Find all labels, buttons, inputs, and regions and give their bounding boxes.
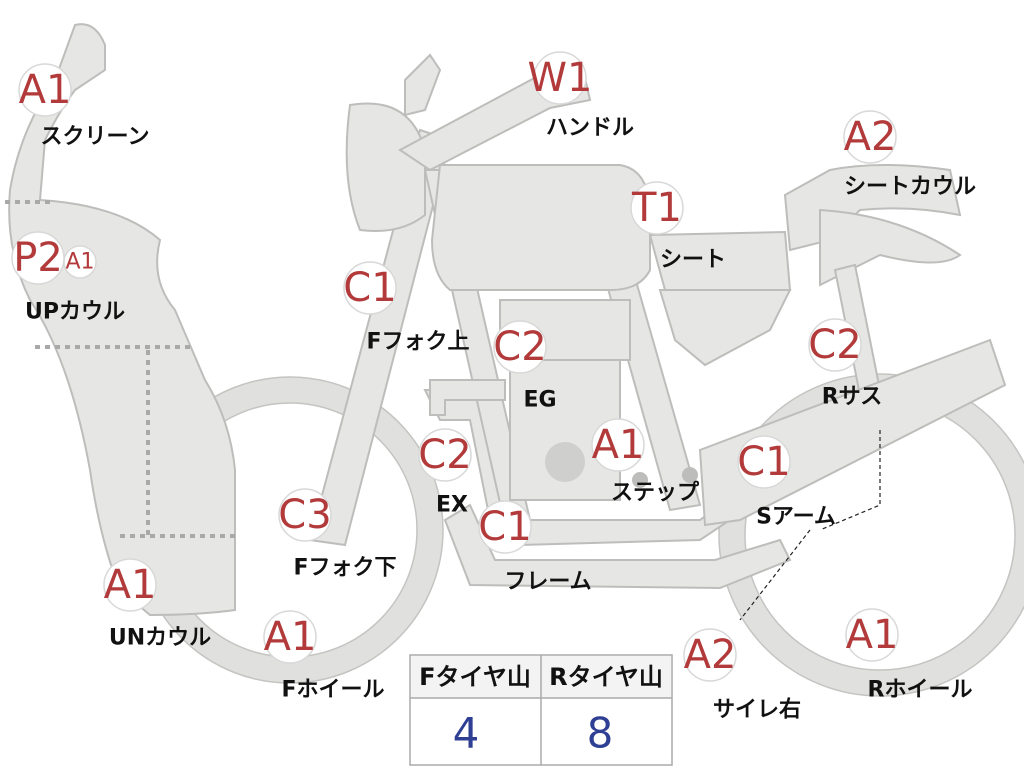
sarm-grade-badge <box>737 435 791 489</box>
engine-cover-shape <box>545 442 585 482</box>
rsus-grade-badge <box>808 318 862 372</box>
ffork-lower-grade-badge <box>278 488 332 542</box>
seatcowl-grade: A2 <box>844 114 897 160</box>
rwheel-annotation: A1 Rホイール <box>845 608 973 703</box>
step-peg-right <box>682 467 698 483</box>
rsus-leader-line <box>819 430 881 531</box>
step-grade-badge <box>591 418 645 472</box>
seat-grade-badge <box>630 181 684 235</box>
lower-frame-shape <box>443 503 792 590</box>
rear-tire-value: 8 <box>587 709 614 758</box>
handle-label: ハンドル <box>546 116 634 141</box>
screen-grade: A1 <box>19 67 72 113</box>
exhaust-annotation: C2 EX <box>418 428 472 518</box>
uncowl-label: UNカウル <box>109 626 211 651</box>
seatcowl-label: シートカウル <box>844 175 976 200</box>
fwheel-annotation: A1 Fホイール <box>263 610 385 703</box>
muffler-grade-badge <box>683 628 737 682</box>
front-tire-value: 4 <box>453 709 480 758</box>
seat-annotation: T1 シート <box>630 181 726 273</box>
upcowl-grade: P2 <box>13 235 63 281</box>
rwheel-grade: A1 <box>846 612 899 658</box>
engine-grade: C2 <box>493 324 546 370</box>
muffler-leader-line <box>739 529 811 621</box>
fuel-tank-shape <box>430 164 651 291</box>
frame-label: フレーム <box>504 570 591 595</box>
rsus-annotation: C2 Rサス <box>808 318 883 410</box>
upcowl-annotation: P2 A1 UPカウル <box>11 231 125 325</box>
ffork-lower-grade: C3 <box>278 492 331 538</box>
screen-annotation: A1 スクリーン <box>18 63 150 150</box>
engine-grade-badge <box>493 320 547 374</box>
seat-grade: T1 <box>631 185 682 231</box>
rsus-label: Rサス <box>822 385 883 410</box>
upcowl-label: UPカウル <box>25 300 125 325</box>
ffork-lower-label: Fフォク下 <box>293 556 396 581</box>
handle-annotation: W1 ハンドル <box>528 51 634 141</box>
rwheel-grade-badge <box>845 608 899 662</box>
uncowl-grade: A1 <box>104 562 157 608</box>
uncowl-annotation: A1 UNカウル <box>103 558 211 651</box>
exhaust-grade-badge <box>418 428 472 482</box>
seatcowl-annotation: A2 シートカウル <box>843 110 976 200</box>
rear-tire-header: Rタイヤ山 <box>549 663 663 691</box>
muffler-annotation: A2 サイレ右 <box>683 628 801 723</box>
muffler-grade: A2 <box>684 632 737 678</box>
uncowl-grade-badge <box>103 558 157 612</box>
seatcowl-grade-badge <box>843 110 897 164</box>
exhaust-pipe-shape <box>429 379 506 416</box>
upcowl-subgrade: A1 <box>65 250 94 275</box>
frame-grade-badge <box>478 500 532 554</box>
handle-grade-badge <box>533 51 587 105</box>
ffork-upper-label: Fフォク上 <box>366 330 469 355</box>
seat-label: シート <box>660 248 726 273</box>
step-peg-left <box>632 472 648 488</box>
ffork-lower-annotation: C3 Fフォク下 <box>278 488 397 581</box>
ffork-upper-grade-badge <box>343 261 397 315</box>
fwheel-grade-badge <box>263 610 317 664</box>
mirror-shape <box>404 53 442 117</box>
frame-grade: C1 <box>478 504 531 550</box>
screen-label: スクリーン <box>41 125 150 150</box>
rwheel-label: Rホイール <box>868 678 973 703</box>
upcowl-subgrade-badge <box>63 245 97 279</box>
fwheel-grade: A1 <box>264 614 317 660</box>
step-grade: A1 <box>592 422 645 468</box>
exhaust-grade: C2 <box>418 432 471 478</box>
step-annotation: A1 ステップ <box>591 418 700 506</box>
muffler-label: サイレ右 <box>713 698 801 723</box>
rear-wheel-outer-edge <box>718 373 1024 697</box>
rsus-grade: C2 <box>808 322 861 368</box>
ffork-upper-grade: C1 <box>343 265 396 311</box>
tire-tread-table: Fタイヤ山 Rタイヤ山 4 8 <box>409 654 673 766</box>
sarm-label: Sアーム <box>756 505 836 530</box>
sarm-grade: C1 <box>737 439 790 485</box>
fwheel-label: Fホイール <box>281 678 384 703</box>
screen-grade-badge <box>18 63 72 117</box>
exhaust-label: EX <box>436 493 468 518</box>
engine-annotation: C2 EG <box>493 320 557 413</box>
ffork-upper-annotation: C1 Fフォク上 <box>343 261 470 355</box>
handle-grade: W1 <box>528 55 593 101</box>
sarm-annotation: C1 Sアーム <box>737 435 836 530</box>
headlight-shape <box>345 102 426 232</box>
front-tire-header: Fタイヤ山 <box>419 663 531 691</box>
engine-label: EG <box>523 388 556 413</box>
side-cover-shape <box>658 289 792 367</box>
frame-annotation: C1 フレーム <box>478 500 592 595</box>
step-label: ステップ <box>611 481 700 506</box>
